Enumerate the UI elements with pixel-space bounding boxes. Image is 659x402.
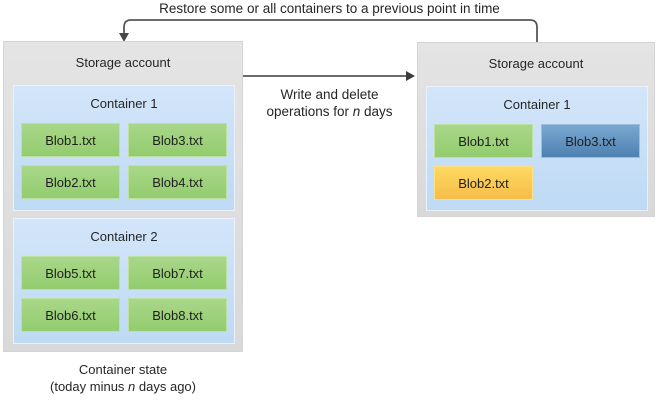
blob-item: Blob4.txt: [128, 165, 227, 199]
storage-account-left-title: Storage account: [75, 55, 171, 70]
blob-item: Blob2.txt: [434, 166, 533, 200]
ops-variable-n: n: [352, 104, 361, 119]
storage-account-right-title: Storage account: [488, 56, 584, 71]
blob-item: Blob3.txt: [541, 124, 640, 158]
ops-line2-prefix: operations for: [266, 104, 353, 119]
right-container-1-blob-grid: Blob1.txt Blob3.txt Blob2.txt: [434, 124, 640, 200]
left-container-2-title: Container 2: [90, 229, 158, 244]
blob-item: Blob6.txt: [21, 298, 120, 332]
caption-variable-n: n: [128, 379, 136, 394]
right-container-1: Container 1 Blob1.txt Blob3.txt Blob2.tx…: [426, 86, 648, 211]
storage-account-right: Storage account Container 1 Blob1.txt Bl…: [417, 42, 655, 217]
caption-line2-suffix: days ago): [135, 379, 196, 394]
ops-line1: Write and delete: [280, 87, 379, 102]
left-container-1-title: Container 1: [90, 96, 158, 111]
left-container-1-blob-grid: Blob1.txt Blob3.txt Blob2.txt Blob4.txt: [21, 123, 227, 199]
blob-item: Blob3.txt: [128, 123, 227, 157]
left-container-2-blob-grid: Blob5.txt Blob7.txt Blob6.txt Blob8.txt: [21, 256, 227, 332]
blob-item: Blob8.txt: [128, 298, 227, 332]
write-delete-operations-label: Write and delete operations for n days: [243, 86, 416, 120]
blob-item: Blob2.txt: [21, 165, 120, 199]
write-delete-arrow-head: [406, 71, 415, 81]
container-state-caption: Container state (today minus n days ago): [3, 361, 243, 395]
restore-arrow-label: Restore some or all containers to a prev…: [159, 1, 500, 16]
left-container-2: Container 2 Blob5.txt Blob7.txt Blob6.tx…: [13, 218, 235, 344]
restore-arrow-line: [123, 19, 538, 42]
right-container-1-title: Container 1: [503, 97, 571, 112]
caption-line2-prefix: (today minus: [50, 379, 129, 394]
storage-account-left: Storage account Container 1 Blob1.txt Bl…: [3, 41, 243, 352]
left-container-1: Container 1 Blob1.txt Blob3.txt Blob2.tx…: [13, 85, 235, 211]
blob-item: Blob7.txt: [128, 256, 227, 290]
blob-item: Blob5.txt: [21, 256, 120, 290]
blob-item: Blob1.txt: [21, 123, 120, 157]
ops-line2-suffix: days: [360, 104, 393, 119]
blob-item: Blob1.txt: [434, 124, 533, 158]
caption-line1: Container state: [78, 362, 168, 377]
